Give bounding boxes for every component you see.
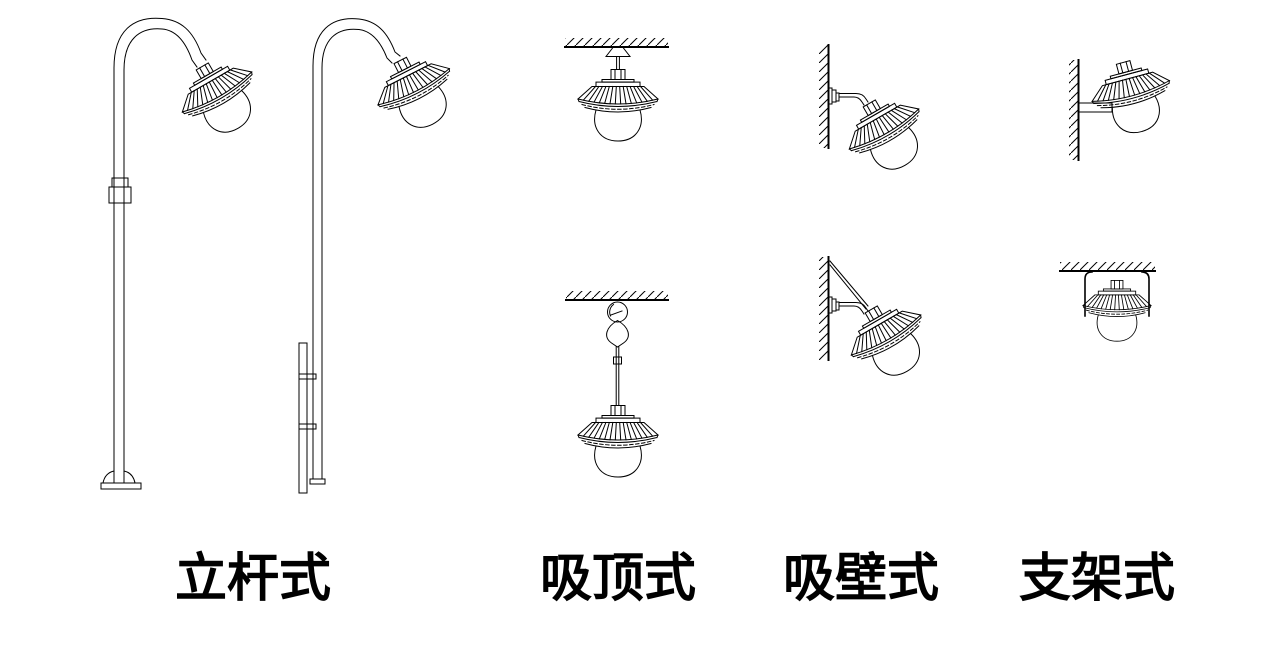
yoke-bracket xyxy=(1084,271,1150,317)
rod-coupler xyxy=(613,356,622,365)
wall-flange xyxy=(828,296,840,314)
wall-hatch xyxy=(819,45,828,148)
ceiling-hatch xyxy=(565,38,668,47)
figure-ceiling-yoke-lamp xyxy=(1059,262,1156,342)
mounting-cone xyxy=(604,47,632,57)
hook-loop-icon xyxy=(606,319,629,348)
mounting-channel xyxy=(298,342,308,494)
suspension-rod xyxy=(615,346,620,406)
lamp-head-icon xyxy=(1082,279,1152,342)
ring-clasp xyxy=(609,303,623,317)
lamp-head-icon xyxy=(1083,51,1181,143)
ceiling-hatch xyxy=(566,291,668,300)
lamp-head-icon xyxy=(364,41,469,143)
figure-wall-arm-braced-lamp xyxy=(819,256,943,392)
lamp-arm xyxy=(838,302,869,315)
lamp-head-icon xyxy=(577,405,659,478)
stem xyxy=(616,56,620,70)
ceiling-hatch xyxy=(1060,262,1155,271)
lamp-head-icon xyxy=(836,288,943,392)
gooseneck-pole xyxy=(312,18,401,480)
gooseneck-pole xyxy=(113,17,207,484)
label-wall-mounted: 吸壁式 xyxy=(782,551,940,608)
pole-collar xyxy=(108,186,132,204)
lamp-head-icon xyxy=(577,69,659,142)
strap-tie xyxy=(298,423,317,430)
base-gussets xyxy=(102,470,136,484)
label-pole-mounted: 立杆式 xyxy=(174,551,332,608)
label-bracket-mounted: 支架式 xyxy=(1018,551,1176,608)
brace-strut xyxy=(829,260,869,310)
figure-pole-lamp-1 xyxy=(100,17,274,490)
figure-ceiling-hook-lamp xyxy=(565,291,669,478)
figure-wall-arm-lamp xyxy=(819,44,941,186)
pole-bottom-cap xyxy=(309,478,326,485)
figure-wall-bracket-lamp xyxy=(1069,51,1181,161)
pole-base-plate xyxy=(100,482,142,490)
wall-hatch xyxy=(819,257,828,360)
lamp-head-icon xyxy=(834,82,941,186)
figure-pole-lamp-2 xyxy=(298,18,469,494)
wall-hatch xyxy=(1069,60,1078,160)
label-ceiling-mounted: 吸顶式 xyxy=(539,551,697,608)
figure-ceiling-surface-lamp xyxy=(564,38,669,142)
strap-tie xyxy=(298,373,317,380)
lamp-head-icon xyxy=(167,45,274,149)
lamp-arm xyxy=(838,93,869,106)
eye-ring-icon xyxy=(607,301,628,323)
wall-flange xyxy=(828,87,840,105)
